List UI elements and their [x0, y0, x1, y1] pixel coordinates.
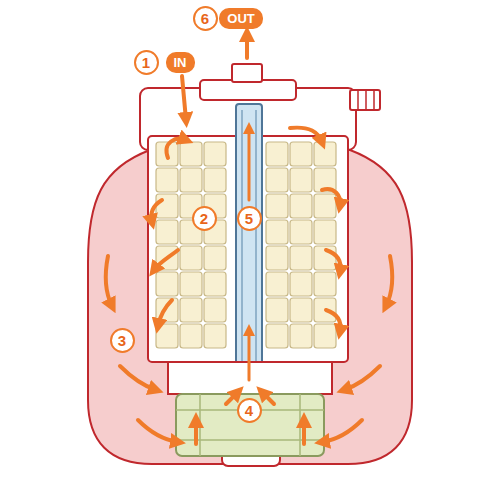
foam-cell — [204, 168, 226, 192]
foam-cell — [204, 298, 226, 322]
foam-cell — [180, 246, 202, 270]
foam-cell — [180, 142, 202, 166]
foam-cell — [266, 298, 288, 322]
label-text: IN — [174, 56, 187, 69]
pump — [176, 394, 324, 456]
foam-cell — [180, 168, 202, 192]
foam-cell — [290, 220, 312, 244]
foam-cell — [156, 324, 178, 348]
callout-number: 1 — [134, 50, 159, 75]
foam-cell — [290, 194, 312, 218]
foam-cell — [156, 168, 178, 192]
foam-cell — [314, 194, 336, 218]
foam-cell — [180, 298, 202, 322]
callout-number: 2 — [192, 206, 217, 231]
foam-cell — [266, 194, 288, 218]
foam-cell — [290, 246, 312, 270]
label-text: 4 — [245, 403, 253, 418]
callout-number: 5 — [237, 206, 262, 231]
foam-cell — [290, 324, 312, 348]
foam-cell — [156, 194, 178, 218]
foam-cell — [290, 272, 312, 296]
foam-cell — [156, 272, 178, 296]
callout-number: 4 — [237, 398, 262, 423]
foam-cell — [180, 324, 202, 348]
outlet-stub — [232, 64, 262, 82]
foam-cell — [266, 324, 288, 348]
foam-cell — [290, 298, 312, 322]
inlet-label: IN — [166, 52, 195, 73]
foam-cell — [314, 272, 336, 296]
foam-cell — [204, 142, 226, 166]
foam-cell — [290, 168, 312, 192]
foam-cell — [156, 220, 178, 244]
foam-cell — [204, 324, 226, 348]
label-text: 6 — [201, 11, 209, 26]
hose-fitting — [350, 90, 380, 110]
foam-cell — [180, 272, 202, 296]
label-text: 2 — [200, 211, 208, 226]
foam-cell — [204, 246, 226, 270]
foam-cell — [314, 324, 336, 348]
foam-cell — [266, 272, 288, 296]
label-text: 3 — [118, 333, 126, 348]
label-text: OUT — [227, 12, 254, 25]
callout-number: 3 — [110, 328, 135, 353]
foam-cell — [266, 168, 288, 192]
foam-cell — [204, 272, 226, 296]
foam-cell — [290, 142, 312, 166]
pump-lines — [176, 394, 324, 456]
tube-lines — [242, 110, 256, 390]
callout-number: 6 — [193, 6, 218, 31]
foam-cell — [314, 142, 336, 166]
label-text: 5 — [245, 211, 253, 226]
foam-cell — [266, 246, 288, 270]
label-text: 1 — [142, 55, 150, 70]
foam-cell — [266, 142, 288, 166]
central-tube — [236, 104, 262, 396]
foam-cell — [266, 220, 288, 244]
flow-arrows — [106, 34, 392, 444]
foam-cell — [314, 220, 336, 244]
outlet-label: OUT — [219, 8, 263, 29]
hose-ribs — [358, 90, 374, 110]
